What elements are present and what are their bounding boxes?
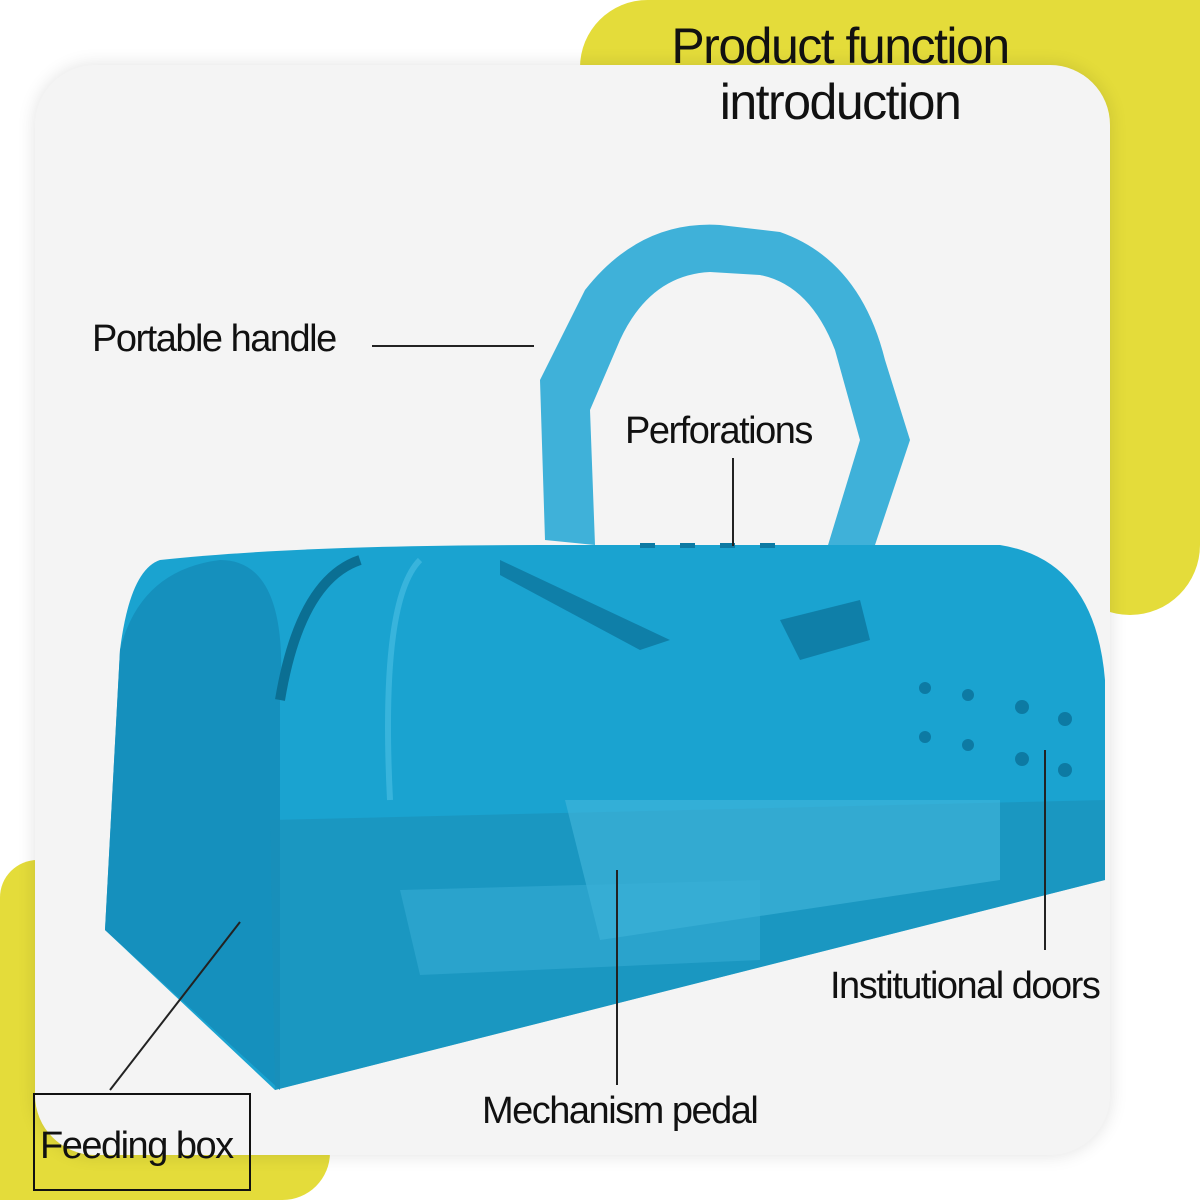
label-feeding-box: Feeding box [40,1125,234,1167]
leader-line-pedal [616,870,618,1085]
perforation-holes [640,543,1072,777]
title-line2: introduction [719,74,962,130]
label-perforations: Perforations [625,410,813,452]
feeding-box-frame [33,1093,251,1191]
portable-handle [540,224,910,560]
trap-body [105,545,1105,1090]
title-line1: Product function [671,18,1010,74]
label-institutional-doors: Institutional doors [830,965,1101,1007]
label-mechanism-pedal: Mechanism pedal [482,1090,759,1132]
page-title: Product function introduction [600,18,1080,130]
leader-line-doors [1044,750,1046,950]
leader-line-perforations [732,458,734,546]
leader-line-handle [372,345,534,347]
leader-line-feeding-box [109,921,241,1091]
label-portable-handle: Portable handle [92,318,337,360]
